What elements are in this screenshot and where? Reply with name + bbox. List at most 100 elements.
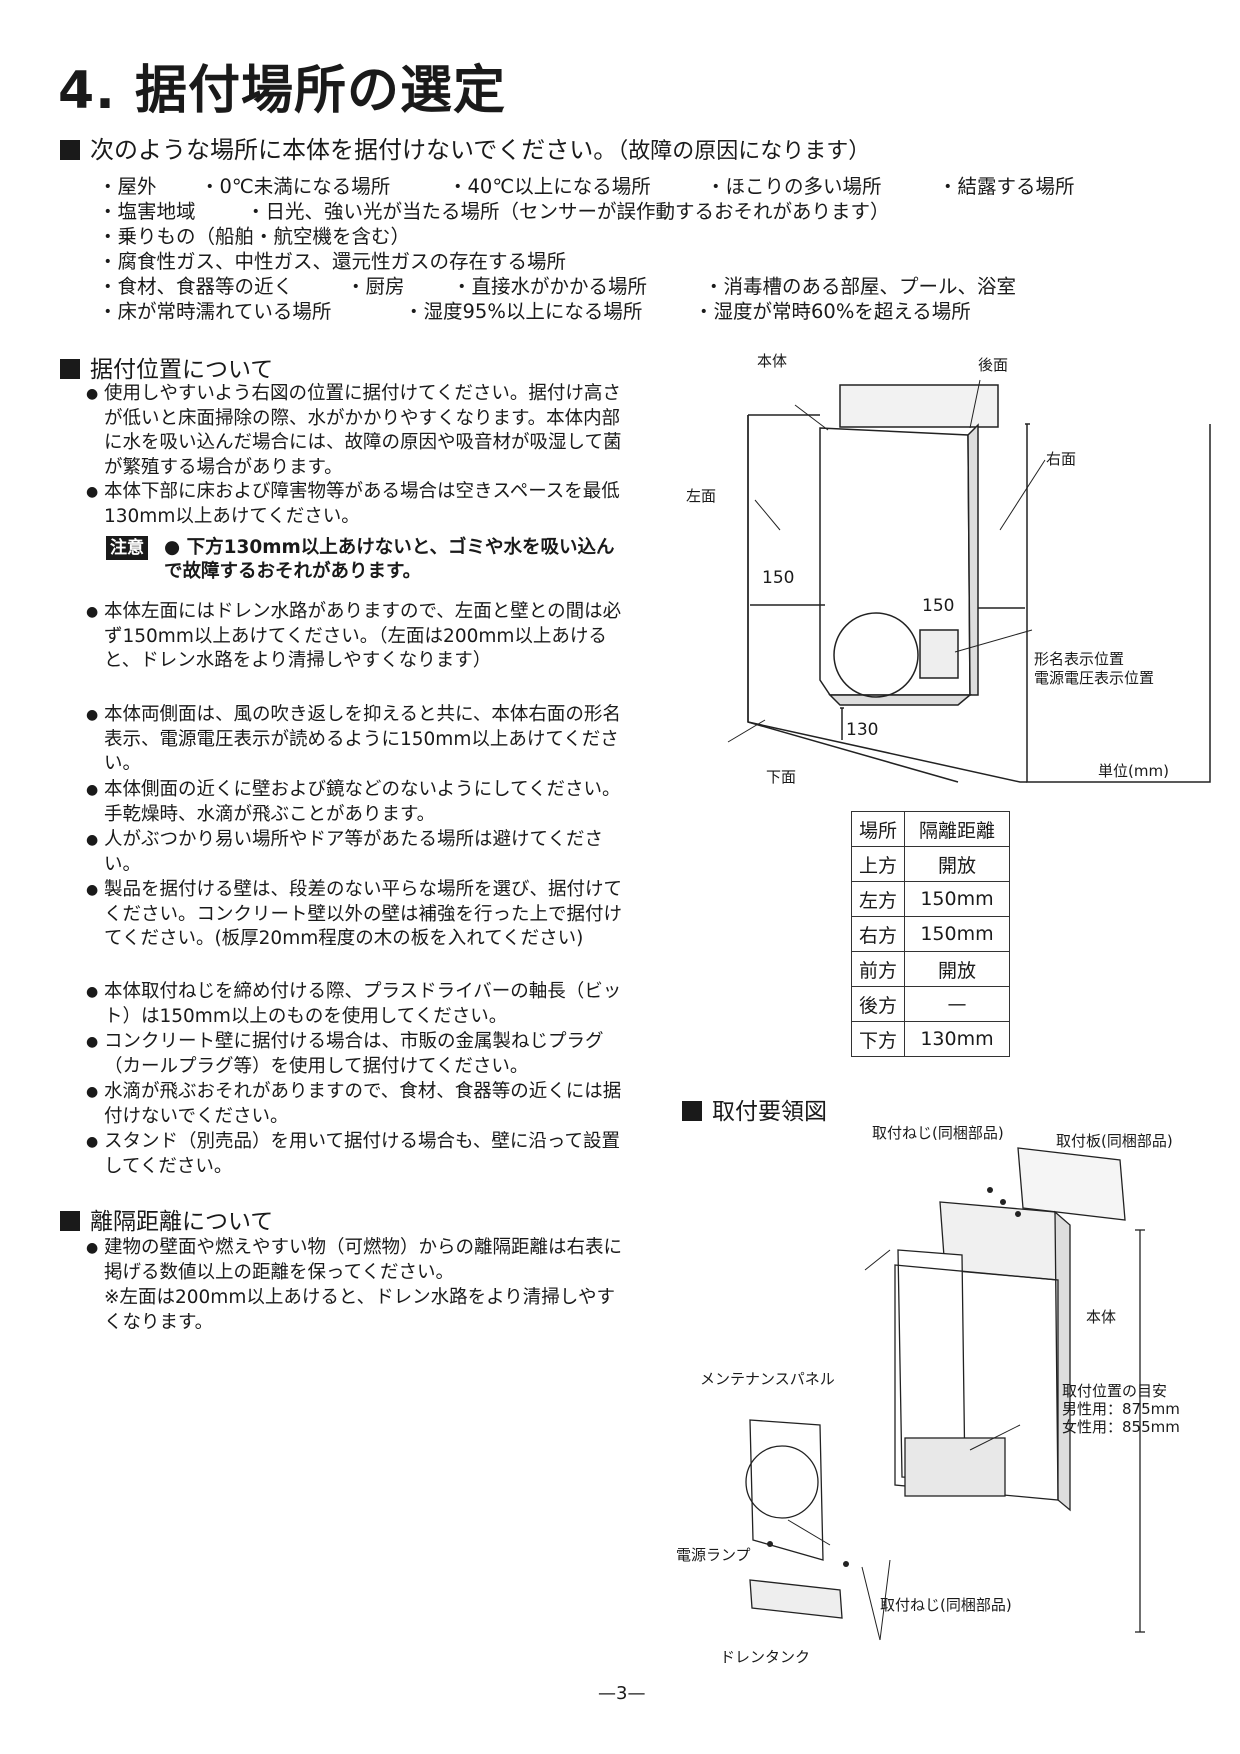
- square-bullet-icon: [60, 1211, 80, 1231]
- bullet-dot-icon: ●: [86, 484, 99, 500]
- position-item-text: 製品を据付ける壁は、段差のない平らな場所を選び、据付けてください。コンクリート壁…: [104, 879, 623, 949]
- warning-heading: 次のような場所に本体を据付けないでください。（故障の原因になります）: [60, 130, 870, 165]
- table-row: 前方開放: [851, 951, 1010, 987]
- bullet-dot-icon: ●: [86, 386, 99, 402]
- dim-left: 150: [762, 568, 795, 588]
- bullet-dot-icon: ●: [86, 1134, 99, 1150]
- position-item: ● 水滴が飛ぶおそれがありますので、食材、食器等の近くには据付けないでください。: [86, 1080, 628, 1129]
- bullet-dot-icon: ●: [86, 1034, 99, 1050]
- mounting-plate: [1017, 1147, 1126, 1221]
- position-item: ● コンクリート壁に据付ける場合は、市販の金属製ねじプラグ（カールプラグ等）を使用…: [86, 1030, 628, 1079]
- position-item-text: スタンド（別売品）を用いて据付ける場合も、壁に沿って設置してください。: [104, 1131, 620, 1177]
- position-item-text: 使用しやすいよう右図の位置に据付けてください。据付け高さが低いと床面掃除の際、水…: [104, 383, 622, 478]
- position-item: ●本体取付ねじを締め付ける際、プラスドライバーの軸長（ビット）は150mm以上の…: [86, 980, 628, 1029]
- caution-text: ● 下方130mm以上あけないと、ゴミや水を吸い込んで故障するおそれがあります。: [164, 537, 615, 582]
- label-back: 後面: [978, 356, 1009, 374]
- table-header-row: 場所 隔離距離: [851, 811, 1010, 847]
- warning-item: ・直接水がかかる場所: [452, 275, 648, 298]
- label-unit: 単位(mm): [1098, 762, 1169, 780]
- warning-item: ・結露する場所: [938, 175, 1075, 198]
- internal-parts: [904, 1437, 1006, 1497]
- position-item-text: コンクリート壁に据付ける場合は、市販の金属製ねじプラグ（カールプラグ等）を使用し…: [104, 1031, 604, 1077]
- bullet-dot-icon: ●: [86, 984, 99, 1000]
- position-item: ●本体両側面は、風の吹き返しを抑えると共に、本体右面の形名表示、電源電圧表示が読…: [86, 703, 628, 777]
- table-cell: 後方: [851, 986, 905, 1022]
- wall-right-outline: [1026, 424, 1211, 783]
- table-cell: 上方: [851, 846, 905, 882]
- table-row: 上方開放: [851, 846, 1010, 882]
- bullet-dot-icon: ●: [86, 604, 99, 620]
- distance-heading: 離隔距離について: [60, 1202, 273, 1236]
- position-item: ● 本体側面の近くに壁および鏡などのないようにしてください。手乾燥時、水滴が飛ぶこ…: [86, 778, 628, 827]
- label-screw-bottom: 取付ねじ(同梱部品): [880, 1596, 1012, 1614]
- label-female: 女性用：855mm: [1062, 1418, 1180, 1436]
- warning-item: ・湿度95%以上になる場所: [404, 300, 643, 323]
- mounting-diagram: [745, 1147, 1145, 1641]
- bullet-dot-icon: ●: [86, 1240, 99, 1256]
- distance-heading-text: 離隔距離について: [90, 1209, 274, 1235]
- screw-icon: [987, 1187, 993, 1193]
- screw-icon: [843, 1561, 849, 1567]
- label-tank: ドレンタンク: [720, 1648, 811, 1666]
- position-item: ● 使用しやすいよう右図の位置に据付けてください。据付け高さが低いと床面掃除の際、…: [86, 382, 628, 480]
- dim-bottom: 130: [846, 720, 879, 740]
- position-heading-text: 据付位置について: [90, 357, 274, 383]
- label-plate: 取付板(同梱部品): [1056, 1132, 1173, 1150]
- warning-heading-note: （故障の原因になります）: [617, 139, 871, 164]
- table-cell: 左方: [851, 881, 905, 917]
- warning-item: ・湿度が常時60%を超える場所: [694, 300, 971, 323]
- label-screw-top: 取付ねじ(同梱部品): [872, 1124, 1004, 1142]
- label-install-body: 本体: [1086, 1308, 1117, 1326]
- warning-line: ・乗りもの（船舶・航空機を含む）: [98, 220, 410, 249]
- warning-line: ・食材、食器等の近く ・厨房 ・直接水がかかる場所 ・消毒槽のある部屋、プール、浴室: [98, 270, 1016, 299]
- square-bullet-icon: [60, 140, 80, 160]
- table-cell: 150mm: [904, 881, 1010, 917]
- distance-note-text: ※左面は200mm以上あけると、ドレン水路をより清掃しやすくなります。: [104, 1287, 616, 1333]
- install-heading: 取付要領図: [682, 1092, 827, 1126]
- table-cell: 開放: [904, 846, 1010, 882]
- position-item-text: 水滴が飛ぶおそれがありますので、食材、食器等の近くには据付けないでください。: [104, 1081, 622, 1127]
- warning-item: ・屋外: [98, 175, 157, 198]
- position-item-text: 本体下部に床および障害物等がある場合は空きスペースを最低130mm以上あけてくだ…: [104, 481, 620, 527]
- warning-heading-text: 次のような場所に本体を据付けないでください。: [90, 136, 618, 164]
- position-item: ● 製品を据付ける壁は、段差のない平らな場所を選び、据付けてください。コンクリート…: [86, 878, 628, 952]
- label-voltage-pos: 電源電圧表示位置: [1034, 669, 1155, 687]
- label-male: 男性用：875mm: [1062, 1400, 1180, 1418]
- warning-line: ・腐食性ガス、中性ガス、還元性ガスの存在する場所: [98, 245, 566, 274]
- square-bullet-icon: [682, 1101, 702, 1121]
- warning-line: ・屋外・0℃未満になる場所・40℃以上になる場所・ほこりの多い場所・結露する場所: [98, 170, 1075, 199]
- install-heading-text: 取付要領図: [712, 1099, 827, 1125]
- label-bottom: 下面: [766, 768, 797, 786]
- warning-item: ・消毒槽のある部屋、プール、浴室: [704, 275, 1017, 298]
- warning-item: ・厨房: [346, 275, 405, 298]
- table-cell: 150mm: [904, 916, 1010, 952]
- bullet-dot-icon: ●: [86, 882, 99, 898]
- table-header: 隔離距離: [904, 811, 1010, 847]
- label-model-pos: 形名表示位置: [1034, 650, 1125, 668]
- table-cell: 右方: [851, 916, 905, 952]
- screw-icon: [1015, 1211, 1021, 1217]
- warning-line: ・床が常時濡れている場所 ・湿度95%以上になる場所 ・湿度が常時60%を超える場所: [98, 295, 971, 324]
- position-item-text: 本体側面の近くに壁および鏡などのないようにしてください。手乾燥時、水滴が飛ぶこと…: [104, 779, 621, 825]
- warning-item: ・床が常時濡れている場所: [98, 300, 332, 323]
- bullet-dot-icon: ●: [86, 832, 99, 848]
- bullet-dot-icon: ●: [86, 1084, 99, 1100]
- warning-item: ・食材、食器等の近く: [98, 275, 294, 298]
- label-panel: メンテナンスパネル: [700, 1370, 835, 1388]
- distance-item-text: 建物の壁面や燃えやすい物（可燃物）からの離隔距離は右表に掲げる数値以上の距離を保…: [104, 1237, 623, 1283]
- warning-item: ・乗りもの（船舶・航空機を含む）: [98, 225, 411, 248]
- table-header: 場所: [851, 811, 905, 847]
- label-left: 左面: [686, 487, 717, 505]
- position-item: ● スタンド（別売品）を用いて据付ける場合も、壁に沿って設置してください。: [86, 1130, 628, 1179]
- warning-item: ・ほこりの多い場所: [706, 175, 882, 198]
- label-lamp: 電源ランプ: [676, 1546, 751, 1564]
- bullet-dot-icon: ●: [86, 782, 99, 798]
- maintenance-panel: [749, 1419, 824, 1561]
- page-title: 4. 据付場所の選定: [58, 61, 507, 121]
- dim-right: 150: [922, 596, 955, 616]
- warning-item: ・塩害地域: [98, 200, 196, 223]
- caution-box: 注意 ● 下方130mm以上あけないと、ゴミや水を吸い込んで故障するおそれがあり…: [106, 536, 626, 584]
